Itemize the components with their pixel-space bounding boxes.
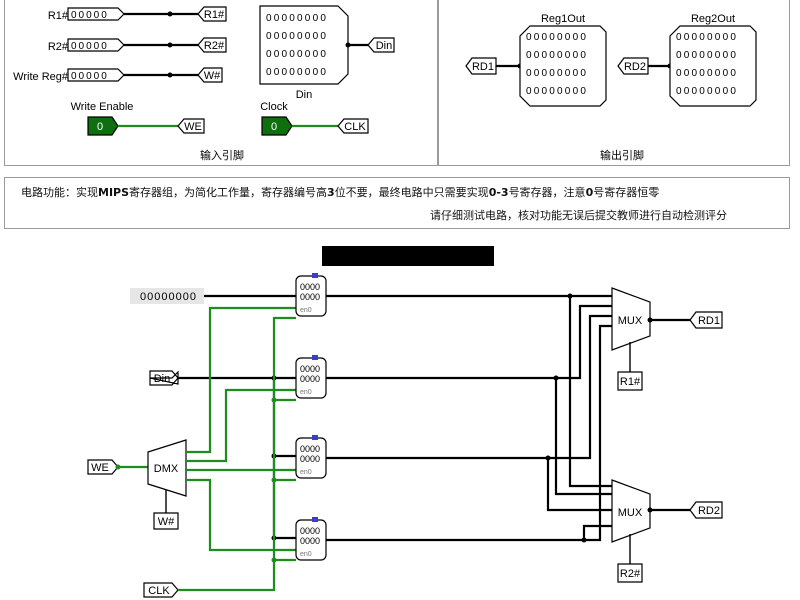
w-tunnel [197,67,223,83]
mux-read-2 [611,479,651,543]
write-enable-label: Write Enable [71,101,134,113]
svg-text:0000: 0000 [300,282,320,292]
circuit-rd2-tunnel [689,501,723,519]
svg-text:0000: 0000 [300,444,320,454]
r2-tunnel [197,37,227,53]
register-3: 0000 0000 en0 [295,517,327,561]
svg-text:0000: 0000 [300,536,320,546]
svg-text:en0: en0 [300,469,312,476]
svg-text:0000: 0000 [300,292,320,302]
svg-text:0000: 0000 [300,526,320,536]
clock-pin[interactable] [261,116,293,136]
mux-read-2-label: MUX [618,507,643,519]
r1-tunnel-label: R1# [204,9,225,21]
reg2-bits-row-2: 00000000 [676,50,738,61]
din-pin-label: Din [296,89,313,101]
write-reg-input-pin[interactable] [67,68,125,82]
circuit-rd2-label: RD2 [698,505,720,517]
reg1-output-pin [519,25,607,107]
redacted-title-bar [322,246,494,266]
circuit-function-notice: 电路功能：实现MIPS寄存器组，为简化工作量，寄存器编号高3位不要，最终电路中只… [4,177,790,229]
circuit-rd1-label: RD1 [698,315,720,327]
reg2-bits-row-3: 00000000 [676,68,738,79]
notice-line-2: 请仔细测试电路，核对功能无误后提交教师进行自动检测评分 [430,209,727,222]
write-reg-pin-bits: 00000 [71,71,109,82]
input-panel-caption: 输入引脚 [200,148,244,162]
clock-label: Clock [260,101,288,113]
svg-text:en0: en0 [300,307,312,314]
reg1-bits-row-2: 00000000 [526,50,588,61]
r2-tunnel-label: R2# [204,40,225,52]
circuit-r2-label: R2# [620,568,641,580]
r2-input-pin[interactable] [67,38,125,52]
register-1: 0000 0000 en0 [295,355,327,399]
reg2-output-title: Reg2Out [691,13,735,25]
circuit-rd1-tunnel [689,311,723,329]
top-panels-svg: R1# 00000 R1# R2# 00000 R2# Write Reg# 0… [13,5,757,162]
r1-pin-label: R1# [48,10,69,22]
clk-tunnel [337,118,369,134]
demux-label: DMX [154,463,179,475]
register-2: 0000 0000 en0 [295,435,327,479]
svg-text:en0: en0 [300,389,312,396]
reg2-output-pin [669,25,757,107]
circuit-we-tunnel [87,459,119,475]
din-tunnel [367,37,395,53]
din-bits-row-1: 00000000 [266,13,328,24]
r2-pin-bits: 00000 [71,41,109,52]
r2-pin-label: R2# [48,41,69,53]
din-bits-row-4: 00000000 [266,67,328,78]
rd1-tunnel-label: RD1 [472,61,494,73]
svg-text:0000: 0000 [300,454,320,464]
circuit-w-label: W# [158,516,175,528]
write-enable-pin[interactable] [87,116,119,136]
register-0: 0000 0000 en0 [295,273,327,317]
r1-pin-bits: 00000 [71,10,109,21]
circuit-we-label: WE [91,462,109,474]
we-tunnel-label: WE [184,121,202,133]
reg1-bits-row-3: 00000000 [526,68,588,79]
circuit-w-tunnel [153,512,179,530]
din-input-pin[interactable] [259,5,349,85]
constant-zero [130,288,204,304]
register-file-circuit: 00000000 Din WE DMX W# CLK 0000 0000 [87,246,723,598]
svg-text:0000: 0000 [300,374,320,384]
circuit-r1-label: R1# [620,376,641,388]
r1-tunnel [197,6,227,22]
notice-line-1: 电路功能：实现MIPS寄存器组，为简化工作量，寄存器编号高3位不要，最终电路中只… [21,186,660,199]
din-tunnel-label: Din [376,40,393,52]
din-bits-row-2: 00000000 [266,31,328,42]
reg2-bits-row-4: 00000000 [676,86,738,97]
w-tunnel-label: W# [204,70,221,82]
svg-text:0000: 0000 [300,364,320,374]
mux-read-1-label: MUX [618,315,643,327]
svg-text:en0: en0 [300,551,312,558]
circuit-din-tunnel [149,370,179,386]
circuit-clk-label: CLK [148,585,170,597]
clk-tunnel-label: CLK [344,121,366,133]
reg1-bits-row-1: 00000000 [526,32,588,43]
constant-zero-value: 00000000 [140,291,197,303]
circuit-r1-tunnel [617,371,643,391]
rd2-tunnel-label: RD2 [624,61,646,73]
r1-input-pin[interactable] [67,7,125,21]
reg1-output-title: Reg1Out [541,13,585,25]
circuit-clk-tunnel [143,582,179,598]
reg1-bits-row-4: 00000000 [526,86,588,97]
demux [147,439,187,497]
circuit-r2-tunnel [617,563,643,583]
mux-read-1 [611,287,651,351]
we-tunnel [177,118,205,134]
write-reg-pin-label: Write Reg# [13,71,69,83]
circuit-din-label: Din [154,373,171,385]
write-enable-value: 0 [97,121,103,133]
clock-value: 0 [271,121,277,133]
input-pins-panel [4,0,438,166]
din-bits-row-3: 00000000 [266,49,328,60]
output-panel-caption: 输出引脚 [600,148,644,162]
reg2-bits-row-1: 00000000 [676,32,738,43]
